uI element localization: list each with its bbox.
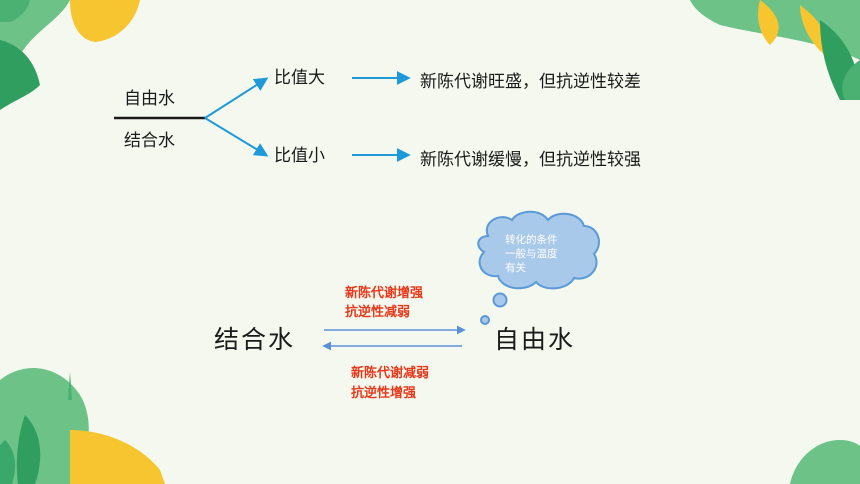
ratio-denominator: 结合水: [124, 131, 175, 151]
branch-result-high: 新陈代谢旺盛，但抗逆性较差: [420, 72, 641, 92]
forward-effect-1: 新陈代谢增强: [345, 286, 424, 301]
cloud-note-line-3: 有关: [505, 262, 526, 274]
branch-arrow-low: [204, 117, 269, 157]
backward-effect-1: 新陈代谢减弱: [351, 366, 430, 381]
branch-label-low: 比值小: [274, 146, 325, 166]
cloud-note-line-2: 一般与温度: [505, 248, 558, 260]
top-left-leaves: [0, 0, 140, 110]
forward-effect-2: 抗逆性减弱: [345, 305, 411, 320]
node-bound-water: 结合水: [214, 325, 296, 354]
backward-effect-2: 抗逆性增强: [351, 386, 417, 401]
ratio-numerator: 自由水: [124, 89, 175, 109]
branch-result-low: 新陈代谢缓慢，但抗逆性较强: [420, 150, 641, 170]
thought-bubble-small: [480, 315, 490, 325]
branch-arrow-high: [204, 77, 269, 119]
branch-label-high: 比值大: [274, 68, 325, 88]
node-free-water: 自由水: [494, 325, 576, 354]
bottom-right-leaves: [790, 440, 860, 484]
thought-cloud: [477, 210, 600, 325]
thought-bubble-large: [492, 292, 508, 308]
bottom-left-leaves: [0, 368, 165, 484]
top-right-leaves: [690, 0, 860, 100]
cloud-note-line-1: 转化的条件: [505, 234, 558, 246]
